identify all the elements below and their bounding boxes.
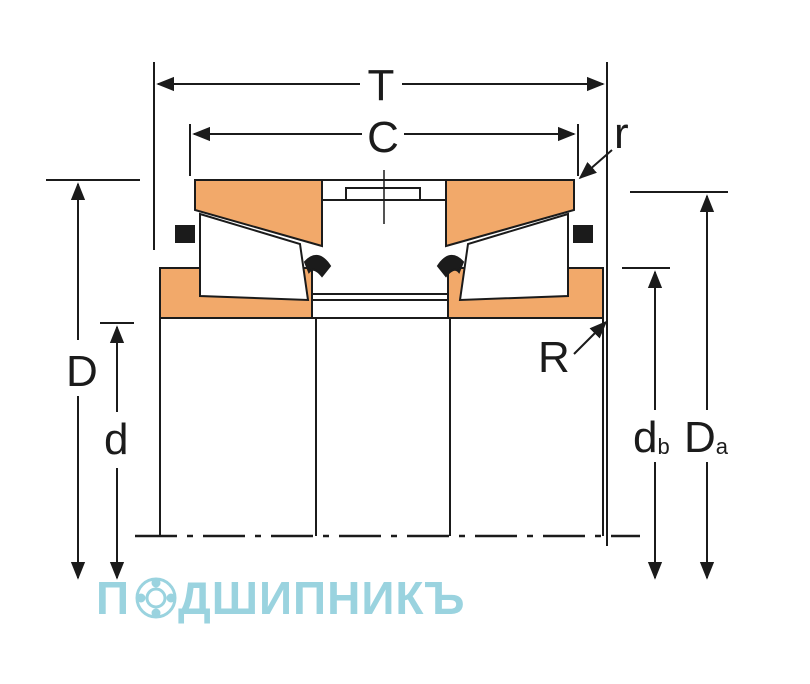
bearing-o-icon — [135, 577, 177, 619]
label-r: r — [614, 109, 629, 158]
cage-left — [175, 225, 195, 243]
label-db: db — [633, 413, 670, 462]
extension-lines — [46, 62, 728, 546]
label-Da: Da — [684, 413, 729, 462]
bearing-body — [159, 179, 604, 536]
leader-R — [573, 320, 608, 355]
cone-right — [445, 179, 575, 248]
label-C: C — [367, 113, 399, 162]
leader-r — [578, 149, 613, 180]
cage-right-lower — [436, 255, 465, 278]
dimension-lines — [70, 76, 715, 580]
center-spacer-inner — [345, 187, 421, 201]
bore-spacer — [311, 293, 449, 319]
label-d: d — [104, 415, 128, 464]
label-D: D — [66, 347, 98, 396]
label-R: R — [538, 333, 570, 382]
cage-right — [573, 225, 593, 243]
label-T: T — [368, 61, 395, 110]
watermark-logo: П ДШИПНИКЪ — [96, 572, 465, 624]
roller-right — [458, 212, 569, 302]
cage-left-lower — [303, 255, 332, 278]
watermark-prefix: П — [96, 572, 130, 624]
roller-left — [199, 212, 310, 302]
watermark-suffix: ДШИПНИКЪ — [178, 572, 465, 624]
cone-left — [194, 179, 323, 248]
